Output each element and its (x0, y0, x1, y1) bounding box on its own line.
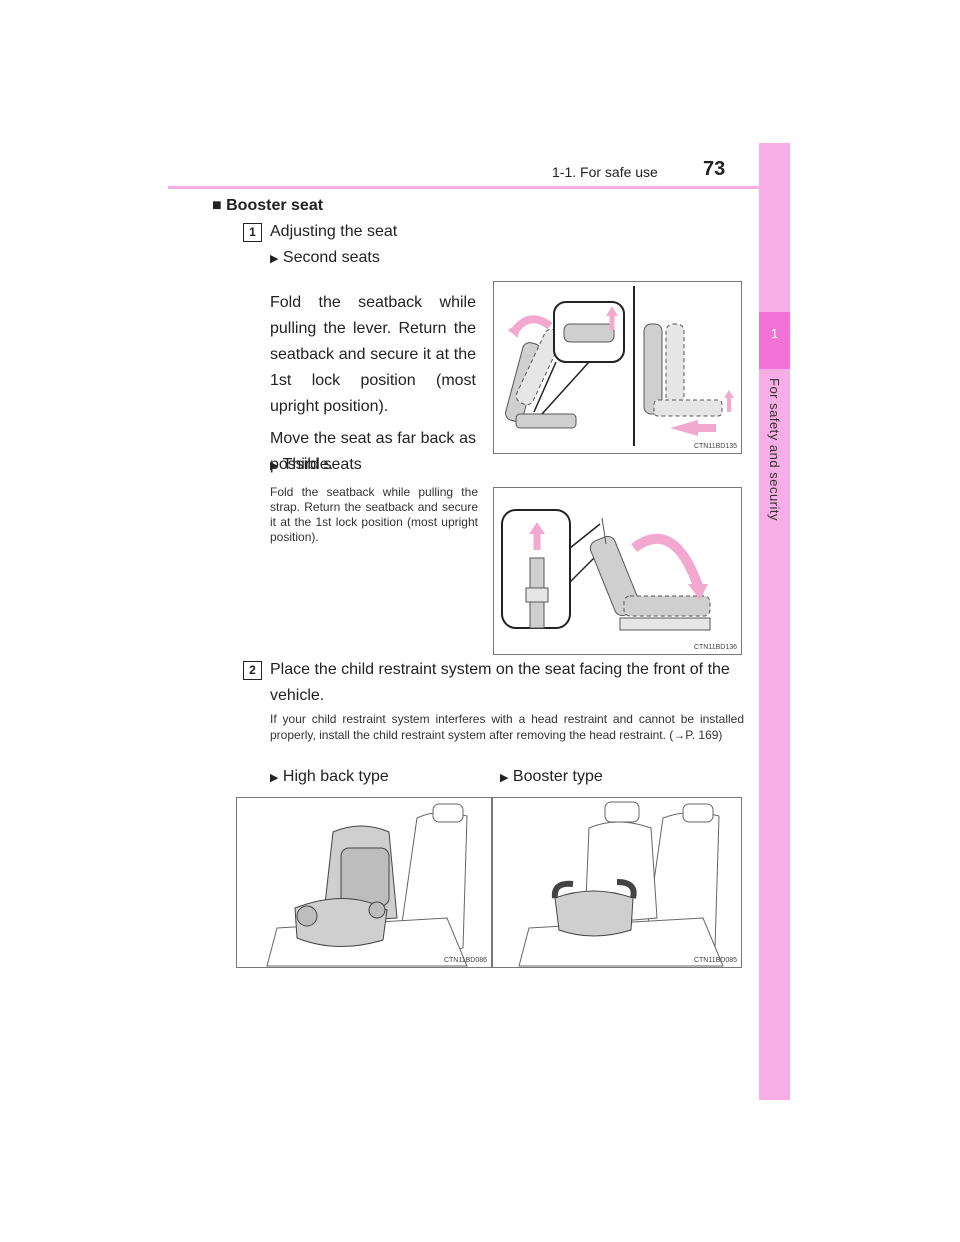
section-heading: ■ Booster seat (212, 197, 323, 215)
third-seats-figure: CTN11BD136 (493, 487, 742, 655)
booster-type-label: ▶ Booster type (500, 768, 603, 785)
high-back-label: ▶ High back type (270, 768, 389, 785)
step-number-1: 1 (243, 223, 262, 242)
section-title: 1-1. For safe use (552, 164, 658, 180)
second-seats-text: Fold the seatback while pulling the leve… (270, 294, 476, 473)
step-title: Adjusting the seat (270, 223, 398, 240)
square-bullet-icon: ■ (212, 197, 222, 214)
figure-code: CTN11BD085 (693, 957, 737, 964)
figure-code: CTN11BD086 (443, 957, 487, 964)
step2-note: If your child restraint system interfere… (270, 712, 744, 742)
figure-code: CTN11BD136 (693, 644, 737, 651)
second-seats-label: ▶ Second seats (270, 249, 380, 266)
chapter-title: For safety and security (759, 378, 790, 638)
second-seats-figure: CTN11BD135 (493, 281, 742, 454)
figure-code: CTN11BD135 (693, 443, 737, 450)
triangle-right-icon: ▶ (270, 772, 279, 784)
chapter-number: 1 (770, 326, 779, 341)
chapter-title-text: For safety and security (767, 378, 782, 521)
chapter-number-tab (759, 312, 790, 369)
triangle-right-icon: ▶ (500, 772, 509, 784)
high-back-illustration (266, 803, 468, 967)
third-seats-label: ▶ Third seats (270, 456, 362, 473)
step2-text: Place the child restraint system on the … (270, 661, 730, 704)
third-seats-illustration (501, 509, 711, 631)
chapter-side-tab (759, 143, 790, 1100)
triangle-right-icon: ▶ (270, 253, 279, 265)
third-seats-text: Fold the seatback while pulling the stra… (270, 485, 478, 544)
high-back-figure: CTN11BD086 (236, 797, 492, 968)
second-seats-illustration (505, 286, 734, 446)
header-rule (168, 186, 790, 189)
step-number-2: 2 (243, 661, 262, 680)
booster-type-figure: CTN11BD085 (492, 797, 742, 968)
triangle-right-icon: ▶ (270, 460, 279, 472)
page-number: 73 (703, 158, 726, 180)
heading-title: Booster seat (226, 197, 324, 214)
booster-type-illustration (518, 801, 724, 967)
